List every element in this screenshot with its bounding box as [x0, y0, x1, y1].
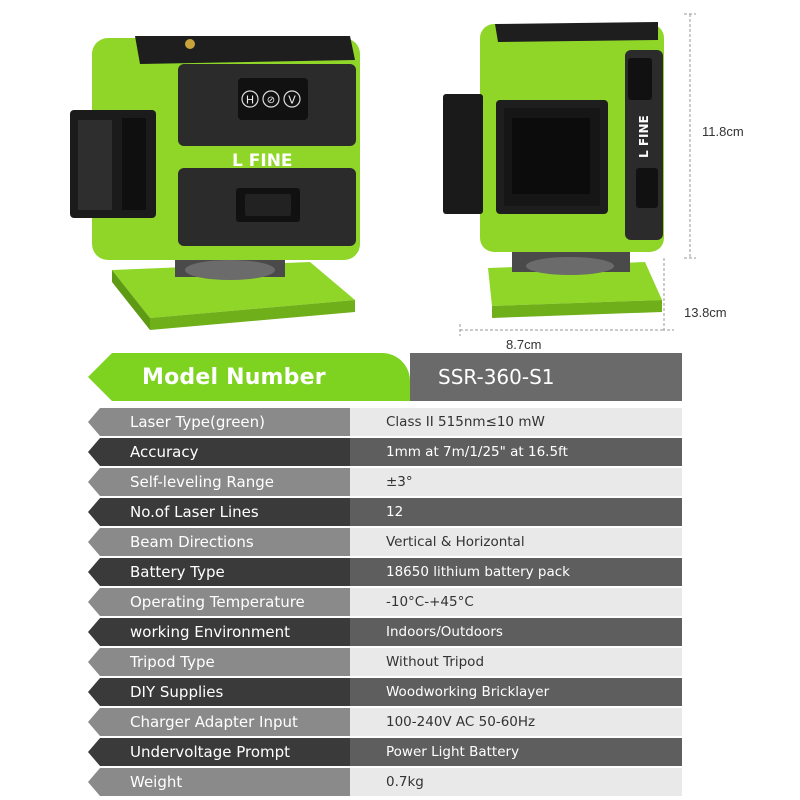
- spec-label: Battery Type: [88, 557, 362, 586]
- spec-value: ±3°: [350, 467, 682, 496]
- spec-value: Power Light Battery: [350, 737, 682, 766]
- dimension-lines: [459, 13, 696, 336]
- spec-row: Laser Type(green)Class II 515nm≤10 mW: [88, 407, 682, 437]
- brand-logo: L FINE: [232, 151, 293, 171]
- spec-label: working Environment: [88, 617, 362, 646]
- spec-row: Self-leveling Range±3°: [88, 467, 682, 497]
- spec-row: Operating Temperature-10°C-+45°C: [88, 587, 682, 617]
- spec-label: Weight: [88, 767, 362, 796]
- spec-label: DIY Supplies: [88, 677, 362, 706]
- spec-value: Woodworking Bricklayer: [350, 677, 682, 706]
- spec-label: Operating Temperature: [88, 587, 362, 616]
- spec-label: Undervoltage Prompt: [88, 737, 362, 766]
- laser-level-side-view: [443, 22, 664, 318]
- spec-label: Laser Type(green): [88, 408, 362, 436]
- dimension-width: 8.7cm: [506, 337, 542, 352]
- spec-value: 100-240V AC 50-60Hz: [350, 707, 682, 736]
- hv-buttons: H ⊘ V: [241, 90, 301, 108]
- spec-header-label: Model Number: [88, 353, 410, 401]
- laser-level-front-view: [70, 36, 360, 330]
- spec-value: 0.7kg: [350, 767, 682, 796]
- h-button-label: H: [246, 94, 254, 107]
- dimension-height-total: 13.8cm: [684, 305, 727, 320]
- spec-value: Class II 515nm≤10 mW: [350, 408, 682, 436]
- spec-value: 12: [350, 497, 682, 526]
- spec-table: Laser Type(green)Class II 515nm≤10 mW Ac…: [88, 407, 682, 797]
- product-photos: H ⊘ V L FINE L FINE: [70, 13, 696, 336]
- spec-label: Self-leveling Range: [88, 467, 362, 496]
- spec-label: Accuracy: [88, 437, 362, 466]
- spec-value: Without Tripod: [350, 647, 682, 676]
- spec-value: -10°C-+45°C: [350, 587, 682, 616]
- spec-value: 1mm at 7m/1/25" at 16.5ft: [350, 437, 682, 466]
- spec-value: Vertical & Horizontal: [350, 527, 682, 556]
- svg-text:⊘: ⊘: [267, 95, 275, 106]
- spec-header-value: SSR-360-S1: [410, 353, 682, 401]
- v-button-label: V: [288, 94, 296, 107]
- spec-value: 18650 lithium battery pack: [350, 557, 682, 586]
- spec-label: No.of Laser Lines: [88, 497, 362, 526]
- dimension-height-small: 11.8cm: [702, 124, 744, 139]
- brand-logo-side: L FINE: [637, 115, 651, 158]
- spec-label: Tripod Type: [88, 647, 362, 676]
- spec-label: Beam Directions: [88, 527, 362, 556]
- spec-label: Charger Adapter Input: [88, 707, 362, 736]
- spec-header: Model Number SSR-360-S1: [88, 349, 682, 407]
- spec-value: Indoors/Outdoors: [350, 617, 682, 646]
